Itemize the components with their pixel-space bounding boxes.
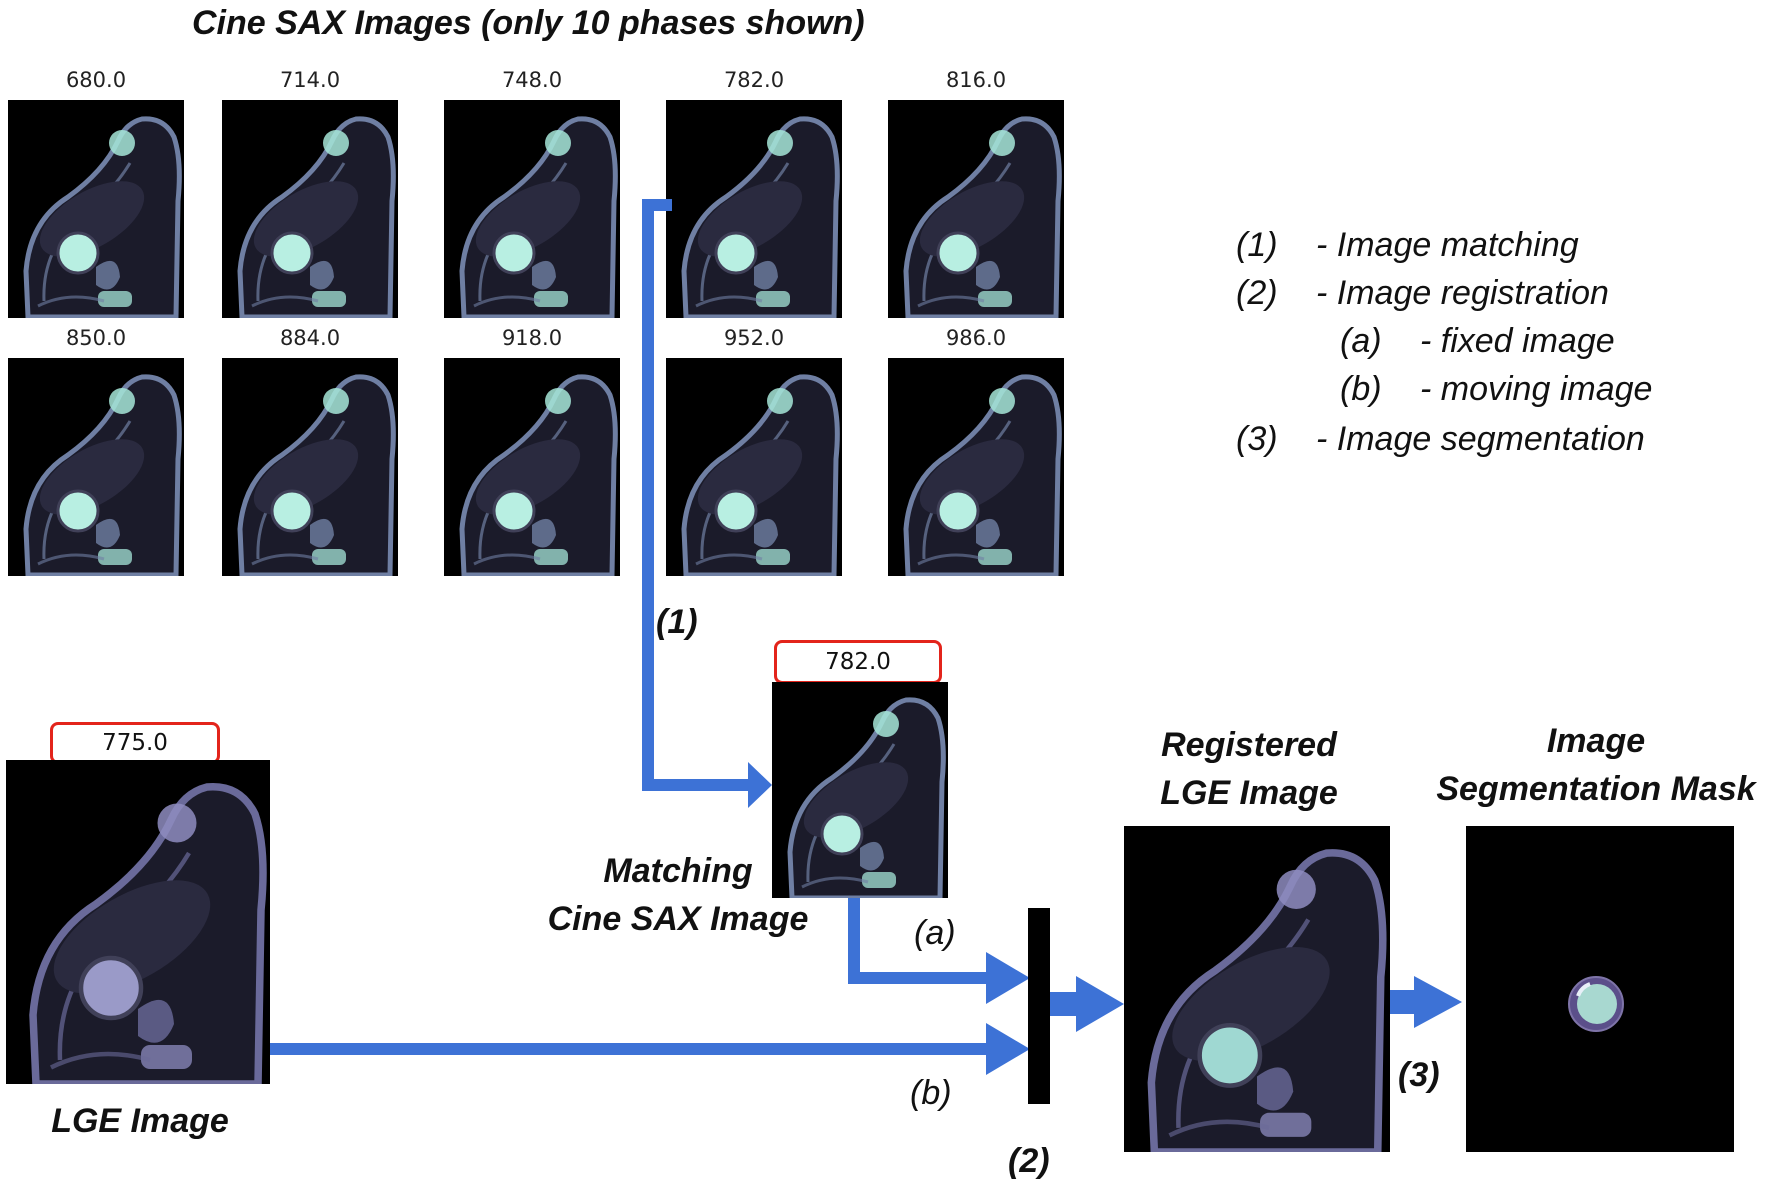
seg-label-line1: Image xyxy=(1546,722,1646,760)
phase-label: 748.0 xyxy=(501,68,563,92)
phase-label: 782.0 xyxy=(723,68,785,92)
legend-key: (b) xyxy=(1340,370,1382,408)
matched-phase-label: 782.0 xyxy=(774,640,942,684)
cine-thumbnail xyxy=(8,358,184,576)
legend-key: (2) xyxy=(1236,274,1278,312)
cine-thumbnail xyxy=(222,100,398,318)
phase-label: 918.0 xyxy=(501,326,563,350)
cine-thumbnail xyxy=(8,100,184,318)
cine-thumbnail xyxy=(444,358,620,576)
fixed-image-arrow-head xyxy=(986,952,1030,1004)
phase-label: 816.0 xyxy=(945,68,1007,92)
phase-label: 986.0 xyxy=(945,326,1007,350)
registered-lge-image xyxy=(1124,826,1390,1152)
fixed-image-tag: (a) xyxy=(914,914,956,952)
figure-title: Cine SAX Images (only 10 phases shown) xyxy=(192,4,865,42)
matching-label-line1: Matching xyxy=(603,852,753,890)
legend-text: - Image matching xyxy=(1316,226,1579,264)
registration-output-arrow-head xyxy=(1076,976,1124,1032)
segmentation-arrow-head xyxy=(1414,976,1462,1028)
phase-label: 952.0 xyxy=(723,326,785,350)
step1-label: (1) xyxy=(656,603,698,641)
cine-thumbnail xyxy=(222,358,398,576)
legend-text: - moving image xyxy=(1420,370,1653,408)
phase-label: 884.0 xyxy=(279,326,341,350)
phase-label: 680.0 xyxy=(65,68,127,92)
legend-key: (3) xyxy=(1236,420,1278,458)
legend-key: (a) xyxy=(1340,322,1382,360)
phase-label: 850.0 xyxy=(65,326,127,350)
matching-arrow-head xyxy=(748,762,772,808)
moving-image-tag: (b) xyxy=(910,1074,952,1112)
cine-thumbnail xyxy=(444,100,620,318)
registration-block xyxy=(1028,908,1050,1104)
lge-label: LGE Image xyxy=(51,1102,229,1140)
matching-arrow-path xyxy=(642,199,752,791)
registered-label-line2: LGE Image xyxy=(1160,774,1338,812)
legend-text: - fixed image xyxy=(1420,322,1615,360)
matching-label-line2: Cine SAX Image xyxy=(547,900,809,938)
lge-phase-label: 775.0 xyxy=(50,722,220,764)
cine-thumbnail xyxy=(666,100,842,318)
cine-thumbnail xyxy=(888,100,1064,318)
step3-label: (3) xyxy=(1398,1056,1440,1094)
cine-thumbnail xyxy=(888,358,1064,576)
phase-label: 714.0 xyxy=(279,68,341,92)
seg-label-line2: Segmentation Mask xyxy=(1436,770,1756,808)
legend-key: (1) xyxy=(1236,226,1278,264)
registered-label-line1: Registered xyxy=(1161,726,1337,764)
segmentation-mask-image xyxy=(1466,826,1734,1152)
cine-thumbnail xyxy=(666,358,842,576)
legend-text: - Image registration xyxy=(1316,274,1609,312)
step2-label: (2) xyxy=(1008,1142,1050,1180)
matching-cine-image xyxy=(772,682,948,898)
legend-text: - Image segmentation xyxy=(1316,420,1645,458)
fixed-image-arrow-path xyxy=(848,896,990,984)
lge-image xyxy=(6,760,270,1084)
moving-image-arrow-head xyxy=(986,1023,1030,1075)
